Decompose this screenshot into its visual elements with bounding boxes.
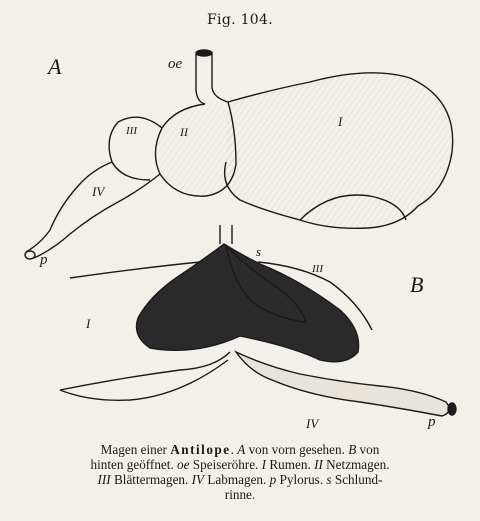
label-s: s <box>256 244 261 259</box>
panel-b-label: B <box>410 272 423 297</box>
caption-line-1: Magen einer Antilope. A von vorn gesehen… <box>8 442 472 457</box>
esophagus-a <box>196 52 228 104</box>
caption-line-2: hinten geöffnet. oe Speiseröhre. I Rumen… <box>8 457 472 472</box>
opened-interior-b <box>137 244 359 362</box>
stomach-illustration: A oe I II III IV p s III B I IV p <box>0 30 480 435</box>
label-pylorus-a: p <box>39 252 48 268</box>
abomasum-a <box>26 162 160 258</box>
drawing-a <box>25 50 453 259</box>
label-abomasum-a: IV <box>91 184 106 199</box>
reticulum-a <box>155 102 236 196</box>
caption-line-3: III Blättermagen. IV Labmagen. p Pylorus… <box>8 472 472 487</box>
label-rumen-b: I <box>85 316 91 331</box>
rumen-a <box>225 73 453 228</box>
caption-line-4: rinne. <box>8 487 472 502</box>
panel-a-label: A <box>46 54 62 79</box>
label-omasum-a: III <box>125 125 138 137</box>
figure-caption: Magen einer Antilope. A von vorn gesehen… <box>8 442 472 502</box>
label-reticulum-a: II <box>179 125 189 139</box>
figure-number: Fig. 104. <box>0 12 480 28</box>
label-rumen-a: I <box>337 114 343 129</box>
label-oe: oe <box>168 56 183 72</box>
label-omasum-b: III <box>311 263 324 275</box>
label-pylorus-b: p <box>427 414 436 430</box>
label-abomasum-b: IV <box>305 416 320 431</box>
